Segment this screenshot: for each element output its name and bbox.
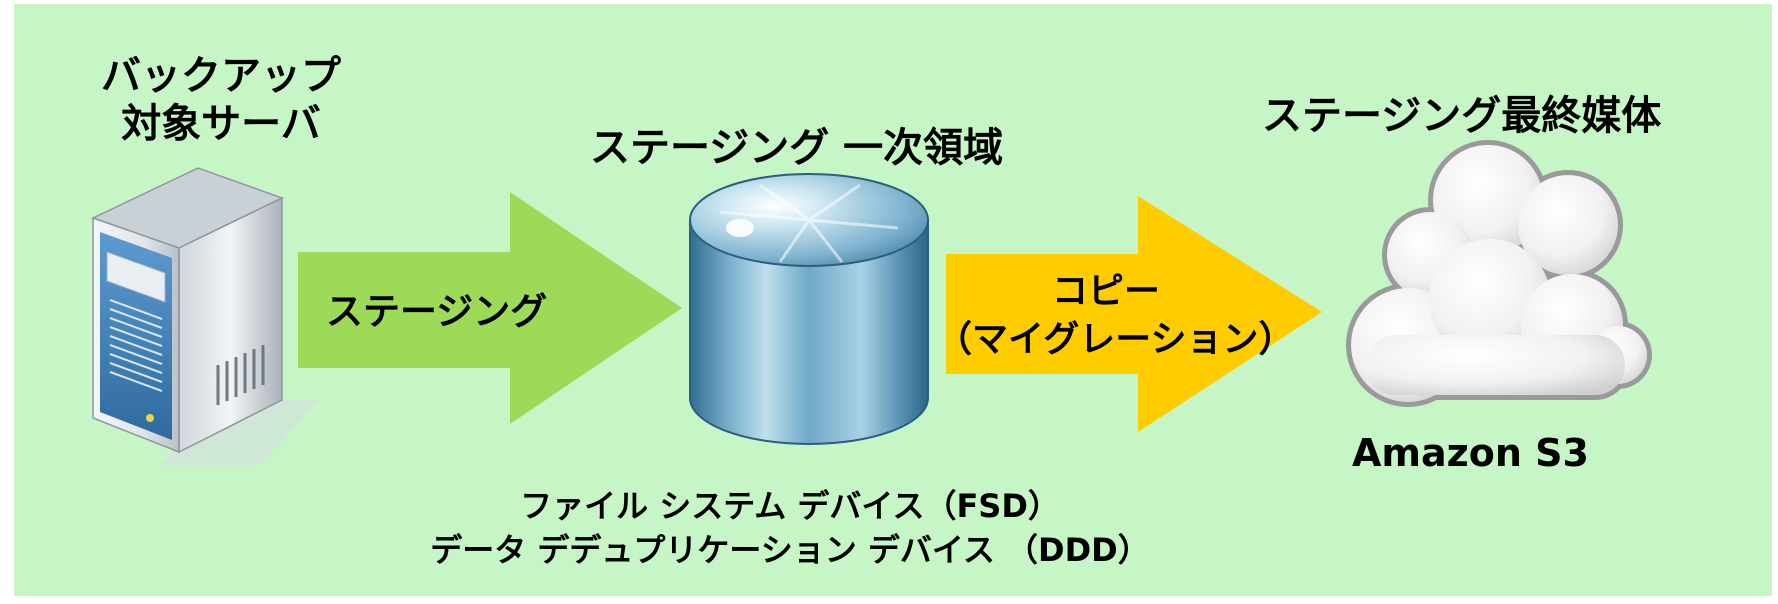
staging-arrow bbox=[298, 192, 682, 424]
source-server-title-line-1: バックアップ bbox=[101, 53, 341, 99]
copy-arrow bbox=[946, 196, 1322, 432]
source-server-title: バックアップ 対象サーバ bbox=[96, 52, 346, 148]
server-tower-icon bbox=[91, 167, 320, 465]
copy-arrow-label-line-2: （マイグレーション） bbox=[936, 319, 1295, 360]
source-server-title-line-2: 対象サーバ bbox=[121, 101, 321, 147]
staging-arrow-label: ステージング bbox=[326, 290, 548, 333]
cloud-caption: Amazon S3 bbox=[1352, 431, 1589, 475]
copy-arrow-label: コピー （マイグレーション） bbox=[936, 268, 1295, 364]
final-media-title: ステージング最終媒体 bbox=[1262, 93, 1662, 139]
cloud-icon bbox=[1346, 140, 1652, 407]
copy-arrow-label-line-1: コピー bbox=[1051, 271, 1160, 312]
primary-devices-caption: ファイル システム デバイス（FSD） データ デデュプリケーション デバイス … bbox=[400, 484, 1180, 572]
device-ddd-label: データ デデュプリケーション デバイス （DDD） bbox=[430, 531, 1150, 569]
device-fsd-label: ファイル システム デバイス（FSD） bbox=[520, 487, 1060, 525]
primary-storage-title: ステージング 一次領域 bbox=[590, 125, 1004, 171]
database-cylinder-icon bbox=[689, 173, 929, 445]
